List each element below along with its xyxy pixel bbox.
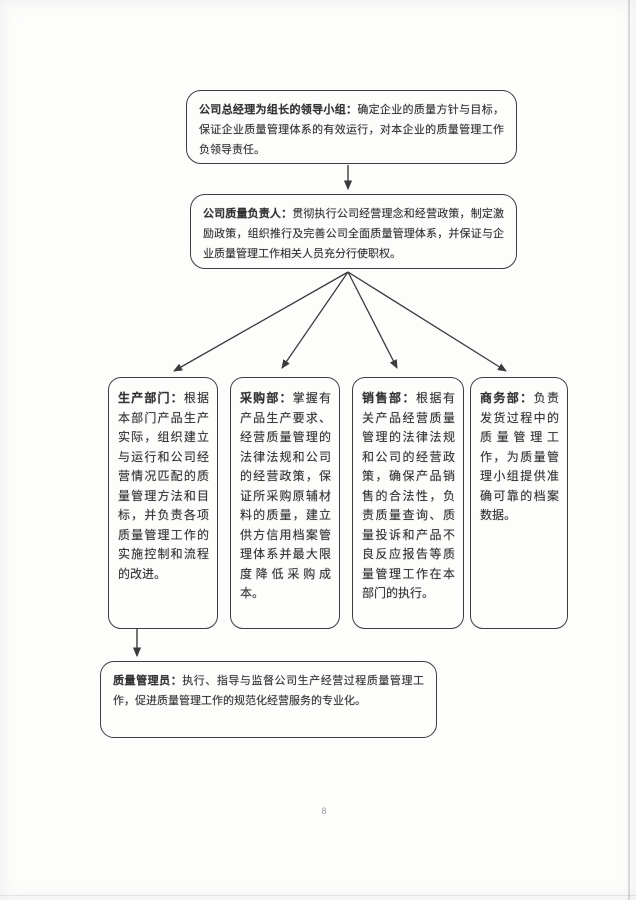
flow-box-commerce-dept: 商务部：负责发货过程中的质量管理工作，为质量管理小组提供准确可靠的档案数据。 xyxy=(470,377,568,629)
flow-box-production-dept: 生产部门：根据本部门产品生产实际，组织建立与运行和公司经营情况匹配的质量管理方法… xyxy=(108,377,218,629)
box-title: 公司总经理为组长的领导小组： xyxy=(199,104,358,116)
box-title: 质量管理员： xyxy=(113,675,183,687)
box-title: 公司质量负责人： xyxy=(203,208,293,220)
scan-edge-artifact xyxy=(0,895,636,896)
scan-edge-artifact xyxy=(628,0,630,900)
box-body: 掌握有产品生产要求、经营质量管理的法律法规和公司的经营政策，保证所采购原辅材料的… xyxy=(240,391,331,600)
arrow-quality-to-production xyxy=(173,271,349,372)
box-title: 销售部： xyxy=(362,391,416,405)
flow-box-leadership-group: 公司总经理为组长的领导小组：确定企业的质量方针与目标，保证企业质量管理体系的有效… xyxy=(186,90,517,164)
flow-box-purchasing-dept: 采购部：掌握有产品生产要求、经营质量管理的法律法规和公司的经营政策，保证所采购原… xyxy=(230,377,340,629)
box-body: 确定企业的质量方针与目标，保证企业质量管理体系的有效运行，对本企业的质量管理工作… xyxy=(199,104,505,156)
box-body: 负责发货过程中的质量管理工作，为质量管理小组提供准确可靠的档案数据。 xyxy=(480,391,559,522)
box-body: 贯彻执行公司经营理念和经营政策，制定激励政策，组织推行及完善公司全面质量管理体系… xyxy=(203,208,505,260)
arrow-quality-to-purchasing xyxy=(281,271,349,369)
box-body: 执行、指导与监督公司生产经营过程质量管理工作，促进质量管理工作的规范化经营服务的… xyxy=(113,675,425,707)
box-body: 根据本部门产品生产实际，组织建立与运行和公司经营情况匹配的质量管理方法和目标，并… xyxy=(118,391,209,581)
flow-box-sales-dept: 销售部：根据有关产品经营质量管理的法律法规和公司的经营政策，确保产品销售的合法性… xyxy=(352,377,464,629)
box-title: 采购部： xyxy=(240,391,293,405)
box-title: 生产部门： xyxy=(118,391,184,405)
flow-box-quality-admin: 质量管理员：执行、指导与监督公司生产经营过程质量管理工作，促进质量管理工作的规范… xyxy=(100,661,437,738)
arrow-quality-to-sales xyxy=(347,271,398,369)
page-number: 8 xyxy=(321,806,327,816)
arrow-quality-to-commerce xyxy=(347,271,507,372)
box-title: 商务部： xyxy=(480,391,534,405)
box-body: 根据有关产品经营质量管理的法律法规和公司的经营政策，确保产品销售的合法性，负责质… xyxy=(362,391,455,600)
flow-box-quality-head: 公司质量负责人：贯彻执行公司经营理念和经营政策，制定激励政策，组织推行及完善公司… xyxy=(190,194,517,269)
